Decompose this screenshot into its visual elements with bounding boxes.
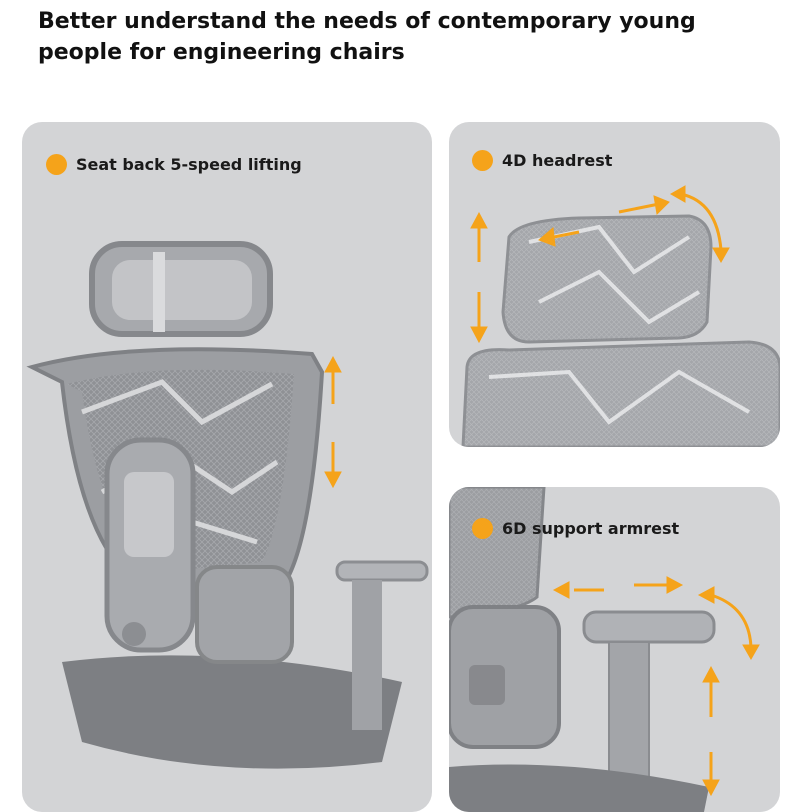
- armrest-pad: [337, 562, 427, 580]
- armrest-pad: [584, 612, 714, 642]
- arrow-icon: [325, 357, 341, 487]
- headline: Better understand the needs of contempor…: [38, 6, 758, 68]
- lumbar-cushion: [197, 567, 292, 662]
- bullet-dot-icon: [46, 154, 67, 175]
- armrest-panel: 6D support armrest: [449, 487, 780, 812]
- backrest-top: [463, 342, 780, 447]
- headrest-label: 4D headrest: [502, 151, 612, 170]
- headrest-panel: 4D headrest: [449, 122, 780, 447]
- headline-line-1: Better understand the needs of contempor…: [38, 9, 696, 34]
- bullet-dot-icon: [472, 518, 493, 539]
- seat-back-label-row: Seat back 5-speed lifting: [46, 154, 302, 175]
- armrest-label: 6D support armrest: [502, 519, 679, 538]
- bullet-dot-icon: [472, 150, 493, 171]
- backrest-side: [449, 487, 544, 617]
- armrest-label-row: 6D support armrest: [472, 518, 679, 539]
- seat-back-panel: Seat back 5-speed lifting: [22, 122, 432, 812]
- seat-back-label: Seat back 5-speed lifting: [76, 155, 302, 174]
- headline-line-2: people for engineering chairs: [38, 40, 405, 65]
- chair-image: [22, 122, 432, 812]
- arrow-icon: [554, 577, 759, 795]
- lumbar-knob: [469, 665, 505, 705]
- armrest-post: [352, 580, 382, 730]
- headrest-post: [153, 252, 165, 332]
- headrest-label-row: 4D headrest: [472, 150, 612, 171]
- headrest-cushion: [112, 260, 252, 320]
- adjust-knob: [122, 622, 146, 646]
- seat: [449, 765, 709, 812]
- seat: [62, 655, 402, 768]
- spine-panel: [124, 472, 174, 557]
